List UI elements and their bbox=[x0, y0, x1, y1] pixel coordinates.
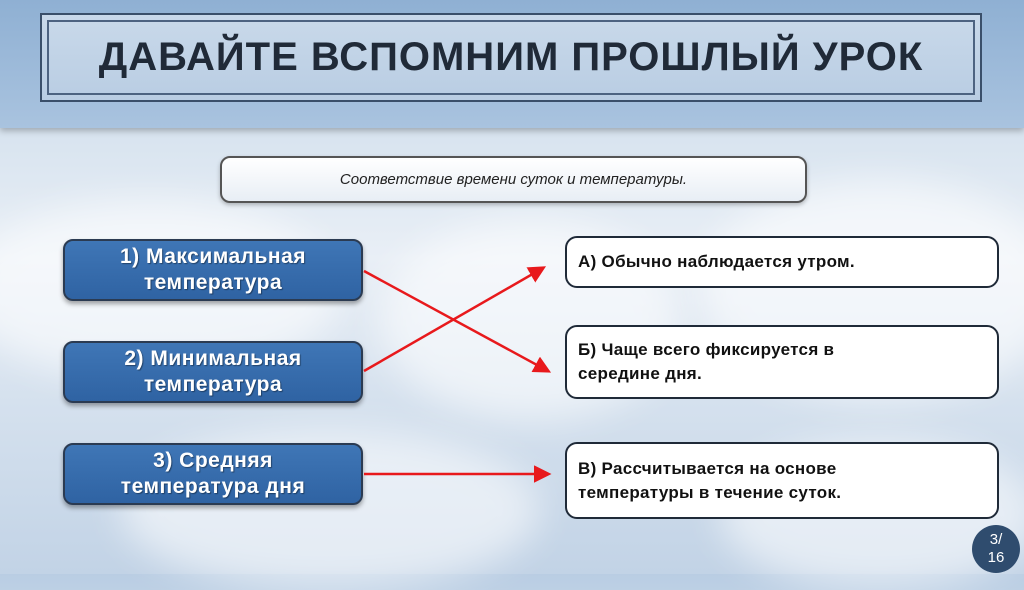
page-number-badge: 3/ 16 bbox=[972, 525, 1020, 573]
page-current: 3/ bbox=[990, 531, 1003, 549]
connector-arrows bbox=[0, 0, 1024, 574]
arrow-2-to-a bbox=[364, 268, 543, 371]
page-total: 16 bbox=[988, 549, 1005, 567]
